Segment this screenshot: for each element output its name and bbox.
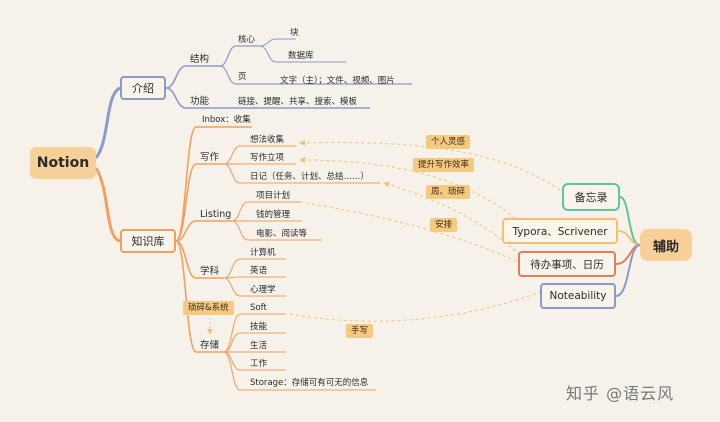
diary-node[interactable]: 日记（任务、计划、总结……） <box>250 172 370 182</box>
watermark: 知乎 @语云风 <box>566 384 675 403</box>
writing-efficiency-tag[interactable]: 提升写作效率 <box>413 158 475 172</box>
handwriting-tag[interactable]: 手写 <box>346 324 374 338</box>
link-root-intro <box>94 86 121 159</box>
media-node[interactable]: 电影、阅读等 <box>256 229 308 239</box>
computer-node[interactable]: 计算机 <box>250 248 276 258</box>
storage-detail-node[interactable]: Storage：存储可有可无的信息 <box>250 378 369 388</box>
psychology-node[interactable]: 心理学 <box>250 285 276 295</box>
core-node[interactable]: 核心 <box>238 35 256 45</box>
knowledge-base-node[interactable]: 知识库 <box>120 229 176 253</box>
soft-node[interactable]: Soft <box>250 303 267 313</box>
arrange-tag[interactable]: 安排 <box>430 218 458 232</box>
weekly-fragments-tag[interactable]: 周、琐碎 <box>426 185 471 199</box>
intro-node[interactable]: 介绍 <box>120 76 166 100</box>
typora-scrivener-node[interactable]: Typora、Scrivener <box>502 218 618 244</box>
idea-collection-node[interactable]: 想法收集 <box>250 135 285 145</box>
link-root-knowledge <box>94 167 121 243</box>
fragments-system-tag[interactable]: 琐碎&系统 <box>183 301 234 315</box>
structure-node[interactable]: 结构 <box>190 54 210 65</box>
work-node[interactable]: 工作 <box>250 359 268 369</box>
english-node[interactable]: 英语 <box>250 266 268 276</box>
functions-node[interactable]: 功能 <box>190 96 210 107</box>
noteability-node[interactable]: Noteability <box>540 283 616 309</box>
writing-node[interactable]: 写作 <box>200 152 220 163</box>
money-node[interactable]: 钱的管理 <box>256 210 291 220</box>
subjects-node[interactable]: 学科 <box>200 266 220 277</box>
life-node[interactable]: 生活 <box>250 341 268 351</box>
listing-node[interactable]: Listing <box>200 209 232 220</box>
todo-calendar-node[interactable]: 待办事项、日历 <box>518 251 616 277</box>
root-node[interactable]: Notion <box>30 147 96 179</box>
auxiliary-node[interactable]: 辅助 <box>640 229 692 261</box>
page-content-node[interactable]: 文字（主）；文件、视频、图片 <box>280 76 395 86</box>
page-node[interactable]: 页 <box>238 72 247 82</box>
database-node[interactable]: 数据库 <box>288 51 314 61</box>
skills-node[interactable]: 技能 <box>250 322 268 332</box>
memo-node[interactable]: 备忘录 <box>562 183 620 211</box>
projects-node[interactable]: 项目计划 <box>256 191 291 201</box>
inspiration-tag[interactable]: 个人灵感 <box>426 135 471 149</box>
inbox-node[interactable]: Inbox：收集 <box>202 115 251 125</box>
writing-topic-node[interactable]: 写作立项 <box>250 153 285 163</box>
storage-node[interactable]: 存储 <box>200 340 220 351</box>
functions-detail-node[interactable]: 链接、提醒、共享、搜索、模板 <box>238 97 358 107</box>
block-node[interactable]: 块 <box>290 28 299 38</box>
